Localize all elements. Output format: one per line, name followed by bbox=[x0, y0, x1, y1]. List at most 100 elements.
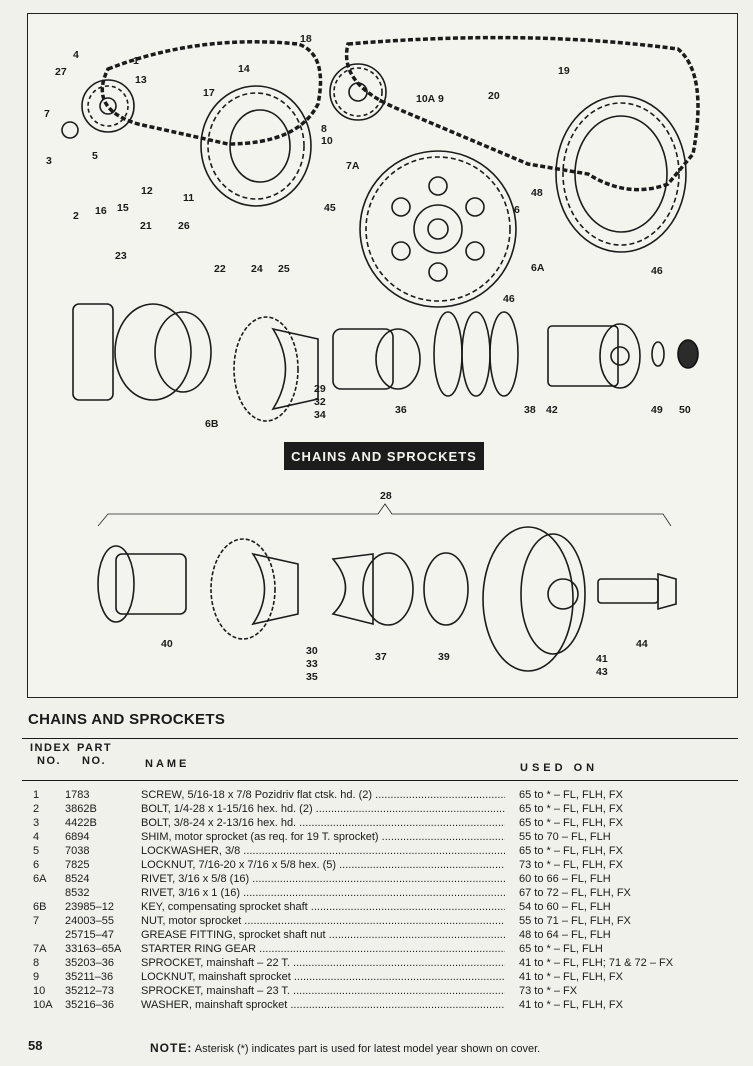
rear-wheel-sprocket-drawing bbox=[359, 150, 517, 308]
callout-label: 3 bbox=[46, 155, 52, 167]
table-row: 6A 8524 RIVET, 3/16 x 5/8 (16) .........… bbox=[0, 873, 753, 887]
row-part-number: 33163–65A bbox=[65, 943, 122, 955]
callout-label: 38 bbox=[524, 404, 536, 416]
row-part-number: 8524 bbox=[65, 873, 90, 885]
callout-label: 12 bbox=[141, 185, 153, 197]
table-row: 2 3862B BOLT, 1/4-28 x 1-15/16 hex. hd. … bbox=[0, 803, 753, 817]
bottom-shaft-37-drawing bbox=[331, 552, 414, 626]
ring-sprocket-drawing bbox=[555, 95, 687, 253]
row-part-number: 3862B bbox=[65, 803, 97, 815]
row-index: 8 bbox=[33, 957, 40, 969]
table-row: 4 6894 SHIM, motor sprocket (as req. for… bbox=[0, 831, 753, 845]
row-name: KEY, compensating sprocket shaft .......… bbox=[141, 901, 505, 913]
table-row: 8532 RIVET, 3/16 x 1 (16) ..............… bbox=[0, 887, 753, 901]
callout-label: 48 bbox=[531, 187, 543, 199]
row-name: GREASE FITTING, sprocket shaft nut .....… bbox=[141, 929, 505, 941]
row-index: 6B bbox=[33, 901, 47, 913]
row-used-on: 60 to 66 – FL, FLH bbox=[519, 873, 611, 885]
row-index: 6 bbox=[33, 859, 40, 871]
callout-label: 1 bbox=[133, 55, 139, 67]
callout-label: 10A bbox=[416, 93, 436, 105]
header-part-line1: PART bbox=[77, 742, 113, 754]
row-index: 10A bbox=[33, 999, 53, 1011]
callout-label: 15 bbox=[117, 202, 129, 214]
callout-label: 30 bbox=[306, 645, 318, 657]
callout-label: 29 bbox=[314, 383, 326, 395]
row-index: 7A bbox=[33, 943, 47, 955]
table-row: 10 35212–73 SPROCKET, mainshaft – 23 T. … bbox=[0, 985, 753, 999]
row-name: BOLT, 1/4-28 x 1-15/16 hex. hd. (2) ....… bbox=[141, 803, 505, 815]
row-part-number: 35216–36 bbox=[65, 999, 114, 1011]
shaft-nut-drawing bbox=[547, 323, 641, 389]
table-row: 8 35203–36 SPROCKET, mainshaft – 22 T. .… bbox=[0, 957, 753, 971]
row-part-number: 1783 bbox=[65, 789, 90, 801]
mainshaft-sprocket-drawing bbox=[329, 63, 387, 121]
callout-label: 46 bbox=[503, 293, 515, 305]
row-index: 1 bbox=[33, 789, 40, 801]
row-part-number: 6894 bbox=[65, 831, 90, 843]
callout-label: 16 bbox=[95, 205, 107, 217]
callout-label: 32 bbox=[314, 396, 326, 408]
row-part-number: 35203–36 bbox=[65, 957, 114, 969]
table-row: 1 1783 SCREW, 5/16-18 x 7/8 Pozidriv fla… bbox=[0, 789, 753, 803]
row-used-on: 41 to * – FL, FLH; 71 & 72 – FX bbox=[519, 957, 674, 969]
callout-label: 11 bbox=[183, 192, 194, 204]
callout-label: 41 bbox=[596, 653, 608, 665]
row-name: NUT, motor sprocket ....................… bbox=[141, 915, 505, 927]
table-row: 5 7038 LOCKWASHER, 3/8 .................… bbox=[0, 845, 753, 859]
row-used-on: 48 to 64 – FL, FLH bbox=[519, 929, 611, 941]
callout-label: 45 bbox=[324, 202, 336, 214]
figure-banner: CHAINS AND SPROCKETS bbox=[284, 442, 484, 470]
header-bottom-rule bbox=[22, 780, 738, 781]
callout-label: 50 bbox=[679, 404, 691, 416]
row-used-on: 54 to 60 – FL, FLH bbox=[519, 901, 611, 913]
bracket-28 bbox=[97, 503, 672, 527]
table-row: 7A 33163–65A STARTER RING GEAR .........… bbox=[0, 943, 753, 957]
row-part-number: 24003–55 bbox=[65, 915, 114, 927]
row-used-on: 55 to 70 – FL, FLH bbox=[519, 831, 611, 843]
callout-label: 6 bbox=[514, 204, 520, 216]
row-part-number: 7038 bbox=[65, 845, 90, 857]
row-used-on: 73 to * – FX bbox=[519, 985, 578, 997]
callout-label: 28 bbox=[380, 490, 392, 502]
callout-label: 4 bbox=[73, 49, 79, 61]
row-used-on: 67 to 72 – FL, FLH, FX bbox=[519, 887, 631, 899]
row-used-on: 65 to * – FL, FLH bbox=[519, 943, 603, 955]
washer-49-drawing bbox=[651, 341, 665, 367]
callout-label: 14 bbox=[238, 63, 250, 75]
table-row: 3 4422B BOLT, 3/8-24 x 2-13/16 hex. hd. … bbox=[0, 817, 753, 831]
row-name: RIVET, 3/16 x 5/8 (16) .................… bbox=[141, 873, 505, 885]
row-used-on: 41 to * – FL, FLH, FX bbox=[519, 971, 623, 983]
clutch-shell-drawing bbox=[200, 85, 312, 207]
callout-label: 5 bbox=[92, 150, 98, 162]
callout-label: 37 bbox=[375, 651, 387, 663]
section-title: CHAINS AND SPROCKETS bbox=[28, 711, 226, 728]
primary-chain bbox=[100, 40, 323, 146]
row-name: LOCKWASHER, 3/8 ........................… bbox=[141, 845, 505, 857]
row-used-on: 55 to 71 – FL, FLH, FX bbox=[519, 915, 631, 927]
callout-label: 9 bbox=[438, 93, 444, 105]
header-index-line1: INDEX bbox=[30, 742, 72, 754]
row-part-number: 4422B bbox=[65, 817, 97, 829]
callout-label: 6B bbox=[205, 418, 219, 430]
row-name: SPROCKET, mainshaft – 23 T. ............… bbox=[141, 985, 505, 997]
callout-label: 21 bbox=[140, 220, 152, 232]
row-part-number: 35211–36 bbox=[65, 971, 114, 983]
callout-label: 46 bbox=[651, 265, 663, 277]
row-part-number: 8532 bbox=[65, 887, 90, 899]
row-used-on: 41 to * – FL, FLH, FX bbox=[519, 999, 623, 1011]
row-name: BOLT, 3/8-24 x 2-13/16 hex. hd. ........… bbox=[141, 817, 505, 829]
callout-label: 42 bbox=[546, 404, 558, 416]
callout-label: 17 bbox=[203, 87, 215, 99]
secondary-chain bbox=[344, 35, 700, 192]
sprocket-29-drawing bbox=[233, 316, 319, 422]
callout-label: 19 bbox=[558, 65, 570, 77]
bottom-hub-40-drawing bbox=[97, 545, 187, 623]
sprocket-shaft-extension-drawing bbox=[332, 328, 421, 390]
callout-label: 33 bbox=[306, 658, 318, 670]
header-part-line2: NO. bbox=[82, 755, 107, 767]
spring-drawing bbox=[433, 311, 519, 397]
